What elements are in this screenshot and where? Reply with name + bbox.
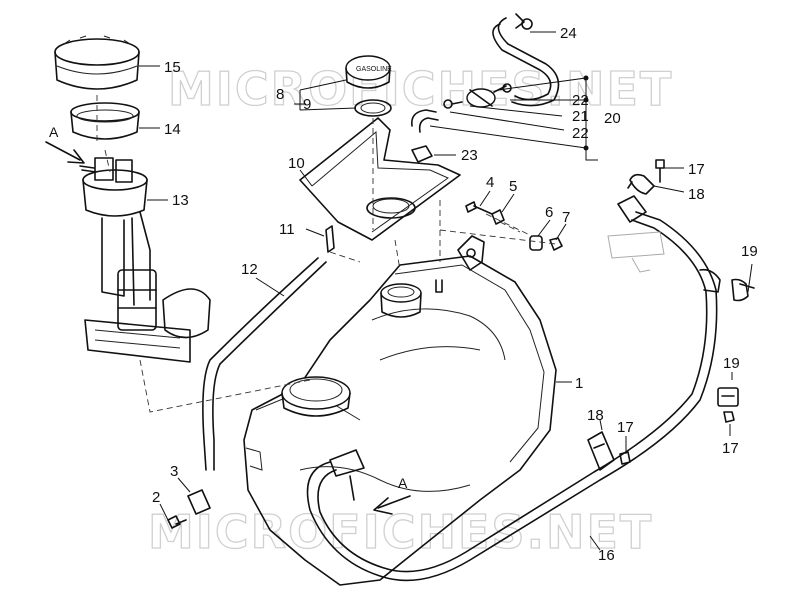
vent-elbow-part — [410, 109, 439, 133]
clip-part-18-bottom — [587, 431, 615, 471]
callout-5: 5 — [509, 178, 517, 195]
callout-22-upper: 22 — [572, 92, 589, 109]
cap-label: GASOLINE — [356, 66, 392, 73]
gasket-part — [70, 102, 140, 140]
clip-nut-part-3 — [187, 489, 211, 515]
callout-leader-lines — [139, 31, 753, 551]
callout-13: 13 — [172, 192, 189, 209]
callout-3: 3 — [170, 463, 178, 480]
quick-connector-part — [607, 181, 665, 273]
callout-14: 14 — [164, 121, 181, 138]
callout-9: 9 — [303, 96, 311, 113]
callout-12: 12 — [241, 261, 258, 278]
screw-part-17-mid — [619, 451, 631, 465]
arrow-label-a-bottom: A — [398, 475, 408, 491]
callout-18-top: 18 — [688, 186, 705, 203]
callout-21: 21 — [572, 108, 589, 125]
callout-7: 7 — [562, 209, 570, 226]
callout-4: 4 — [486, 174, 494, 191]
callout-6: 6 — [545, 204, 553, 221]
clip-part-18-top — [629, 173, 655, 195]
reference-dash-lines — [96, 95, 557, 413]
drain-hose-part — [202, 257, 327, 471]
callout-24: 24 — [560, 25, 577, 42]
nut-part-23 — [411, 145, 433, 163]
bolt-part-2 — [167, 515, 187, 529]
callout-8: 8 — [276, 86, 284, 103]
filler-tray-part — [299, 117, 461, 241]
watermark-top: MICROFICHES.NET — [168, 62, 673, 116]
callout-11: 11 — [279, 221, 295, 238]
callout-17-top: 17 — [688, 161, 705, 178]
flow-arrow-top: A — [45, 124, 85, 164]
callout-22-lower: 22 — [572, 125, 589, 142]
fuel-pump-part — [79, 157, 211, 363]
screw-part-17-bottom — [723, 411, 735, 423]
ring-nut-part — [54, 35, 140, 90]
watermark-bottom: MICROFICHES.NET — [148, 505, 653, 559]
callout-17-bottom: 17 — [722, 440, 739, 457]
callout-23: 23 — [461, 147, 478, 164]
screw-part-17-top — [655, 159, 665, 183]
callout-numbers: 1 2 3 4 5 6 7 8 9 10 11 12 13 14 15 16 1… — [152, 25, 758, 564]
callout-18-bottom: 18 — [587, 407, 604, 424]
nut-part-7 — [549, 237, 563, 251]
callout-15: 15 — [164, 59, 181, 76]
callout-17-mid: 17 — [617, 419, 634, 436]
flow-arrow-bottom: A — [373, 475, 411, 515]
callout-19-bottom: 19 — [723, 355, 740, 372]
clamp-part-19-top — [731, 278, 755, 302]
clamp-part-19-bottom — [717, 387, 739, 407]
hose-fitting-part — [325, 225, 335, 253]
callout-20: 20 — [604, 110, 621, 127]
fuel-cap-part: GASOLINE — [345, 55, 392, 89]
callout-2: 2 — [152, 489, 160, 506]
bushing-part-6 — [529, 235, 543, 251]
breather-hose-part — [492, 13, 560, 107]
callout-19-top: 19 — [741, 243, 758, 260]
bolt-part-4 — [465, 201, 493, 215]
fuel-tank-part — [243, 235, 557, 586]
arrow-label-a-top: A — [49, 124, 59, 140]
callout-1: 1 — [575, 375, 583, 392]
callout-16: 16 — [598, 547, 615, 564]
callout-10: 10 — [288, 155, 305, 172]
spacer-part-5 — [491, 209, 505, 225]
